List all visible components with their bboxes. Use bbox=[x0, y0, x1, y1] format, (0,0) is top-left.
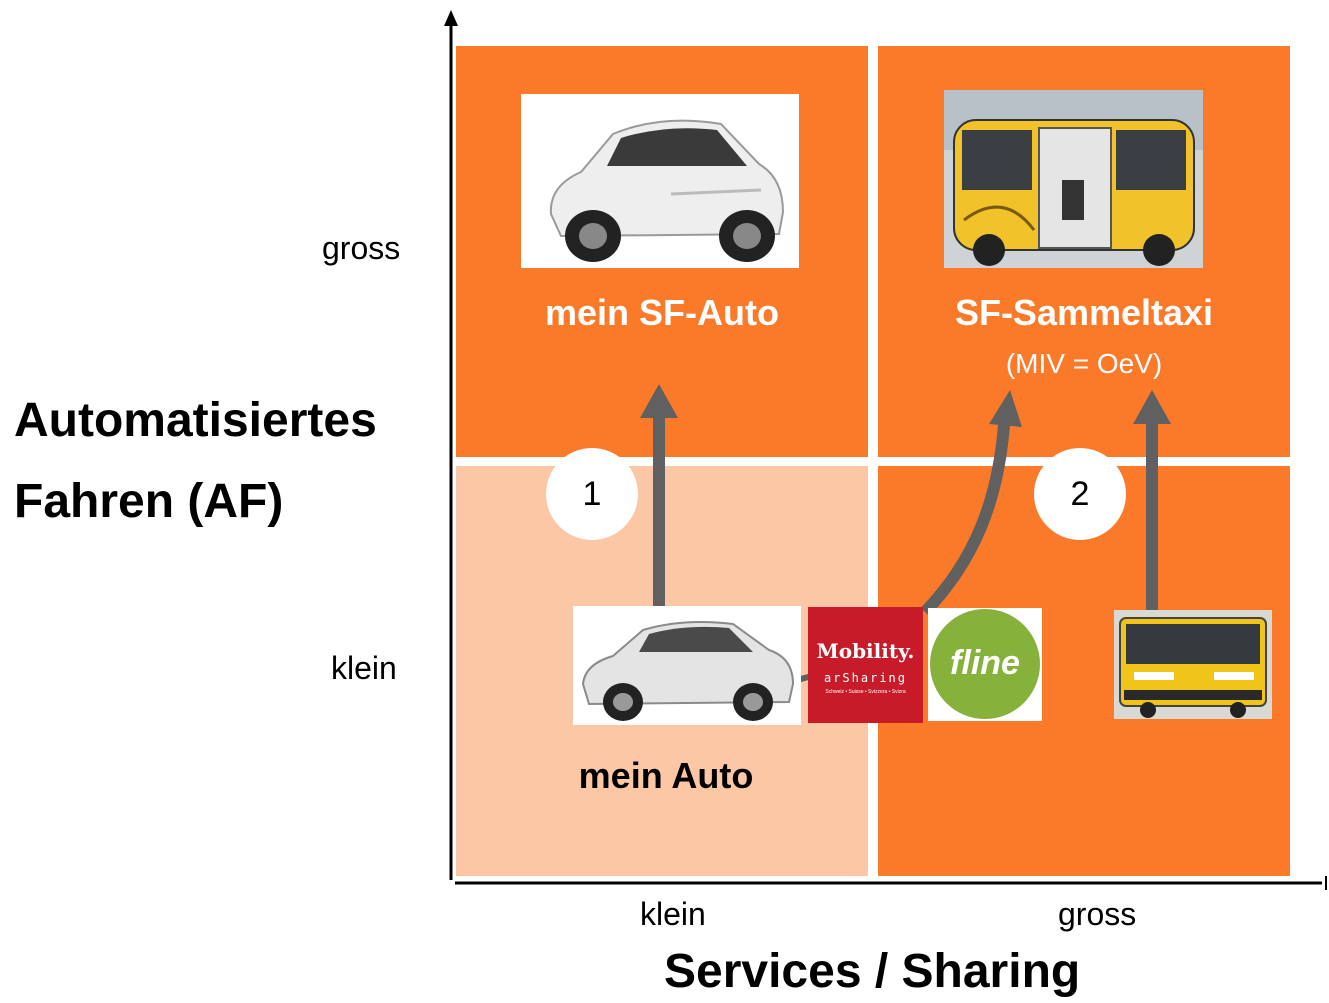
mobility-logo-sub: arSharing bbox=[823, 671, 908, 685]
postbus-image bbox=[1114, 610, 1272, 719]
mobility-logo-text: Mobility. bbox=[816, 639, 915, 663]
x-axis-title: Services / Sharing bbox=[664, 945, 1081, 998]
mobility-logo-sub2: Schweiz • Suisse • Svizzera • Svizra bbox=[825, 689, 906, 695]
y-axis-arrowhead bbox=[444, 10, 458, 26]
flinc-circle bbox=[930, 609, 1040, 719]
mobility-logo: Mobility. arSharing Schweiz • Suisse • S… bbox=[808, 607, 923, 723]
y-axis-title-line1: Automatisiertes bbox=[14, 394, 377, 447]
subtitle-miv-oev: (MIV = OeV) bbox=[1005, 348, 1163, 379]
title-sf-sammeltaxi: SF-Sammeltaxi bbox=[954, 292, 1214, 333]
title-mein-sf-auto: mein SF-Auto bbox=[545, 292, 779, 333]
y-axis-title-line2: Fahren (AF) bbox=[14, 475, 284, 528]
arrow-1-head bbox=[640, 384, 678, 418]
flinc-logo: fline bbox=[928, 608, 1042, 721]
x-tick-low: klein bbox=[640, 896, 706, 932]
arrow-curve-shaft bbox=[920, 424, 1010, 617]
path-2-badge: 2 bbox=[1034, 448, 1126, 540]
y-tick-high: gross bbox=[322, 230, 401, 266]
arrow-2-head bbox=[1133, 390, 1171, 424]
arrow-curve-head bbox=[989, 390, 1022, 427]
sammeltaxi-image bbox=[944, 90, 1203, 268]
path-1-badge: 1 bbox=[546, 448, 638, 540]
flinc-text: fline bbox=[950, 644, 1020, 682]
title-mein-auto: mein Auto bbox=[578, 755, 754, 796]
x-tick-high: gross bbox=[1058, 896, 1137, 932]
mein-auto-image bbox=[573, 606, 801, 725]
sf-auto-image bbox=[521, 94, 799, 268]
y-tick-low: klein bbox=[331, 650, 397, 686]
